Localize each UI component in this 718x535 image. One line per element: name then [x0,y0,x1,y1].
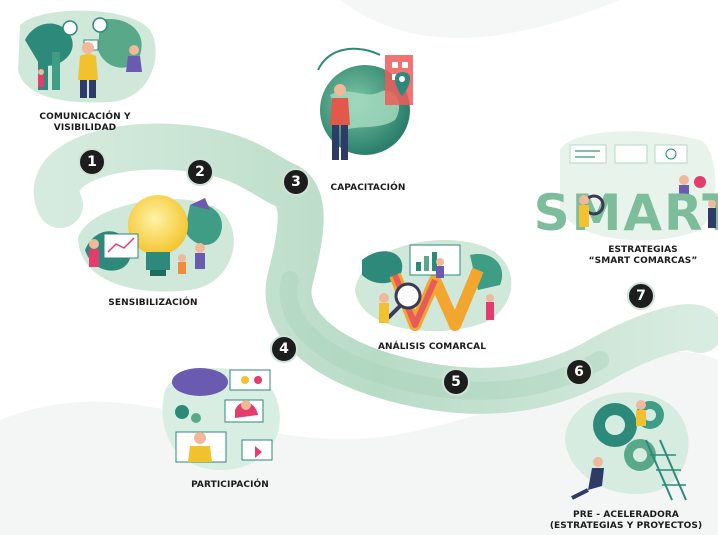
communication-illustration [18,10,156,103]
step-4-label: PARTICIPACIÓN [191,480,269,490]
awareness-illustration [78,195,234,292]
pre-accelerator-illustration [565,392,689,501]
step-4-badge: 4 [270,335,298,363]
winding-path [33,123,718,414]
step-5-label: ANÁLISIS COMARCAL [377,342,487,352]
step-3-badge: 3 [282,168,310,196]
step-7-badge: 7 [627,282,655,310]
step-2-label: SENSIBILIZACIÓN [108,298,198,308]
step-5-badge: 5 [442,368,470,396]
participation-illustration [162,368,280,470]
step-7-label: ESTRATEGIAS “SMART COMARCAS” [588,245,698,266]
step-3-label: CAPACITACIÓN [330,183,406,193]
winding-path-shadow [279,271,609,400]
step-1-label: COMUNICACIÓN Y VISIBILIDAD [39,112,131,133]
step-6-label: PRE - ACELERADORA (ESTRATEGIAS Y PROYECT… [549,510,703,531]
smart-word: SMART [534,184,718,242]
training-illustration [317,47,413,160]
smart-illustration: SMART [534,131,718,242]
analysis-illustration [355,240,512,332]
background-swoosh [340,0,620,38]
step-6-badge: 6 [565,358,593,386]
step-1-badge: 1 [78,148,106,176]
step-2-badge: 2 [186,158,214,186]
